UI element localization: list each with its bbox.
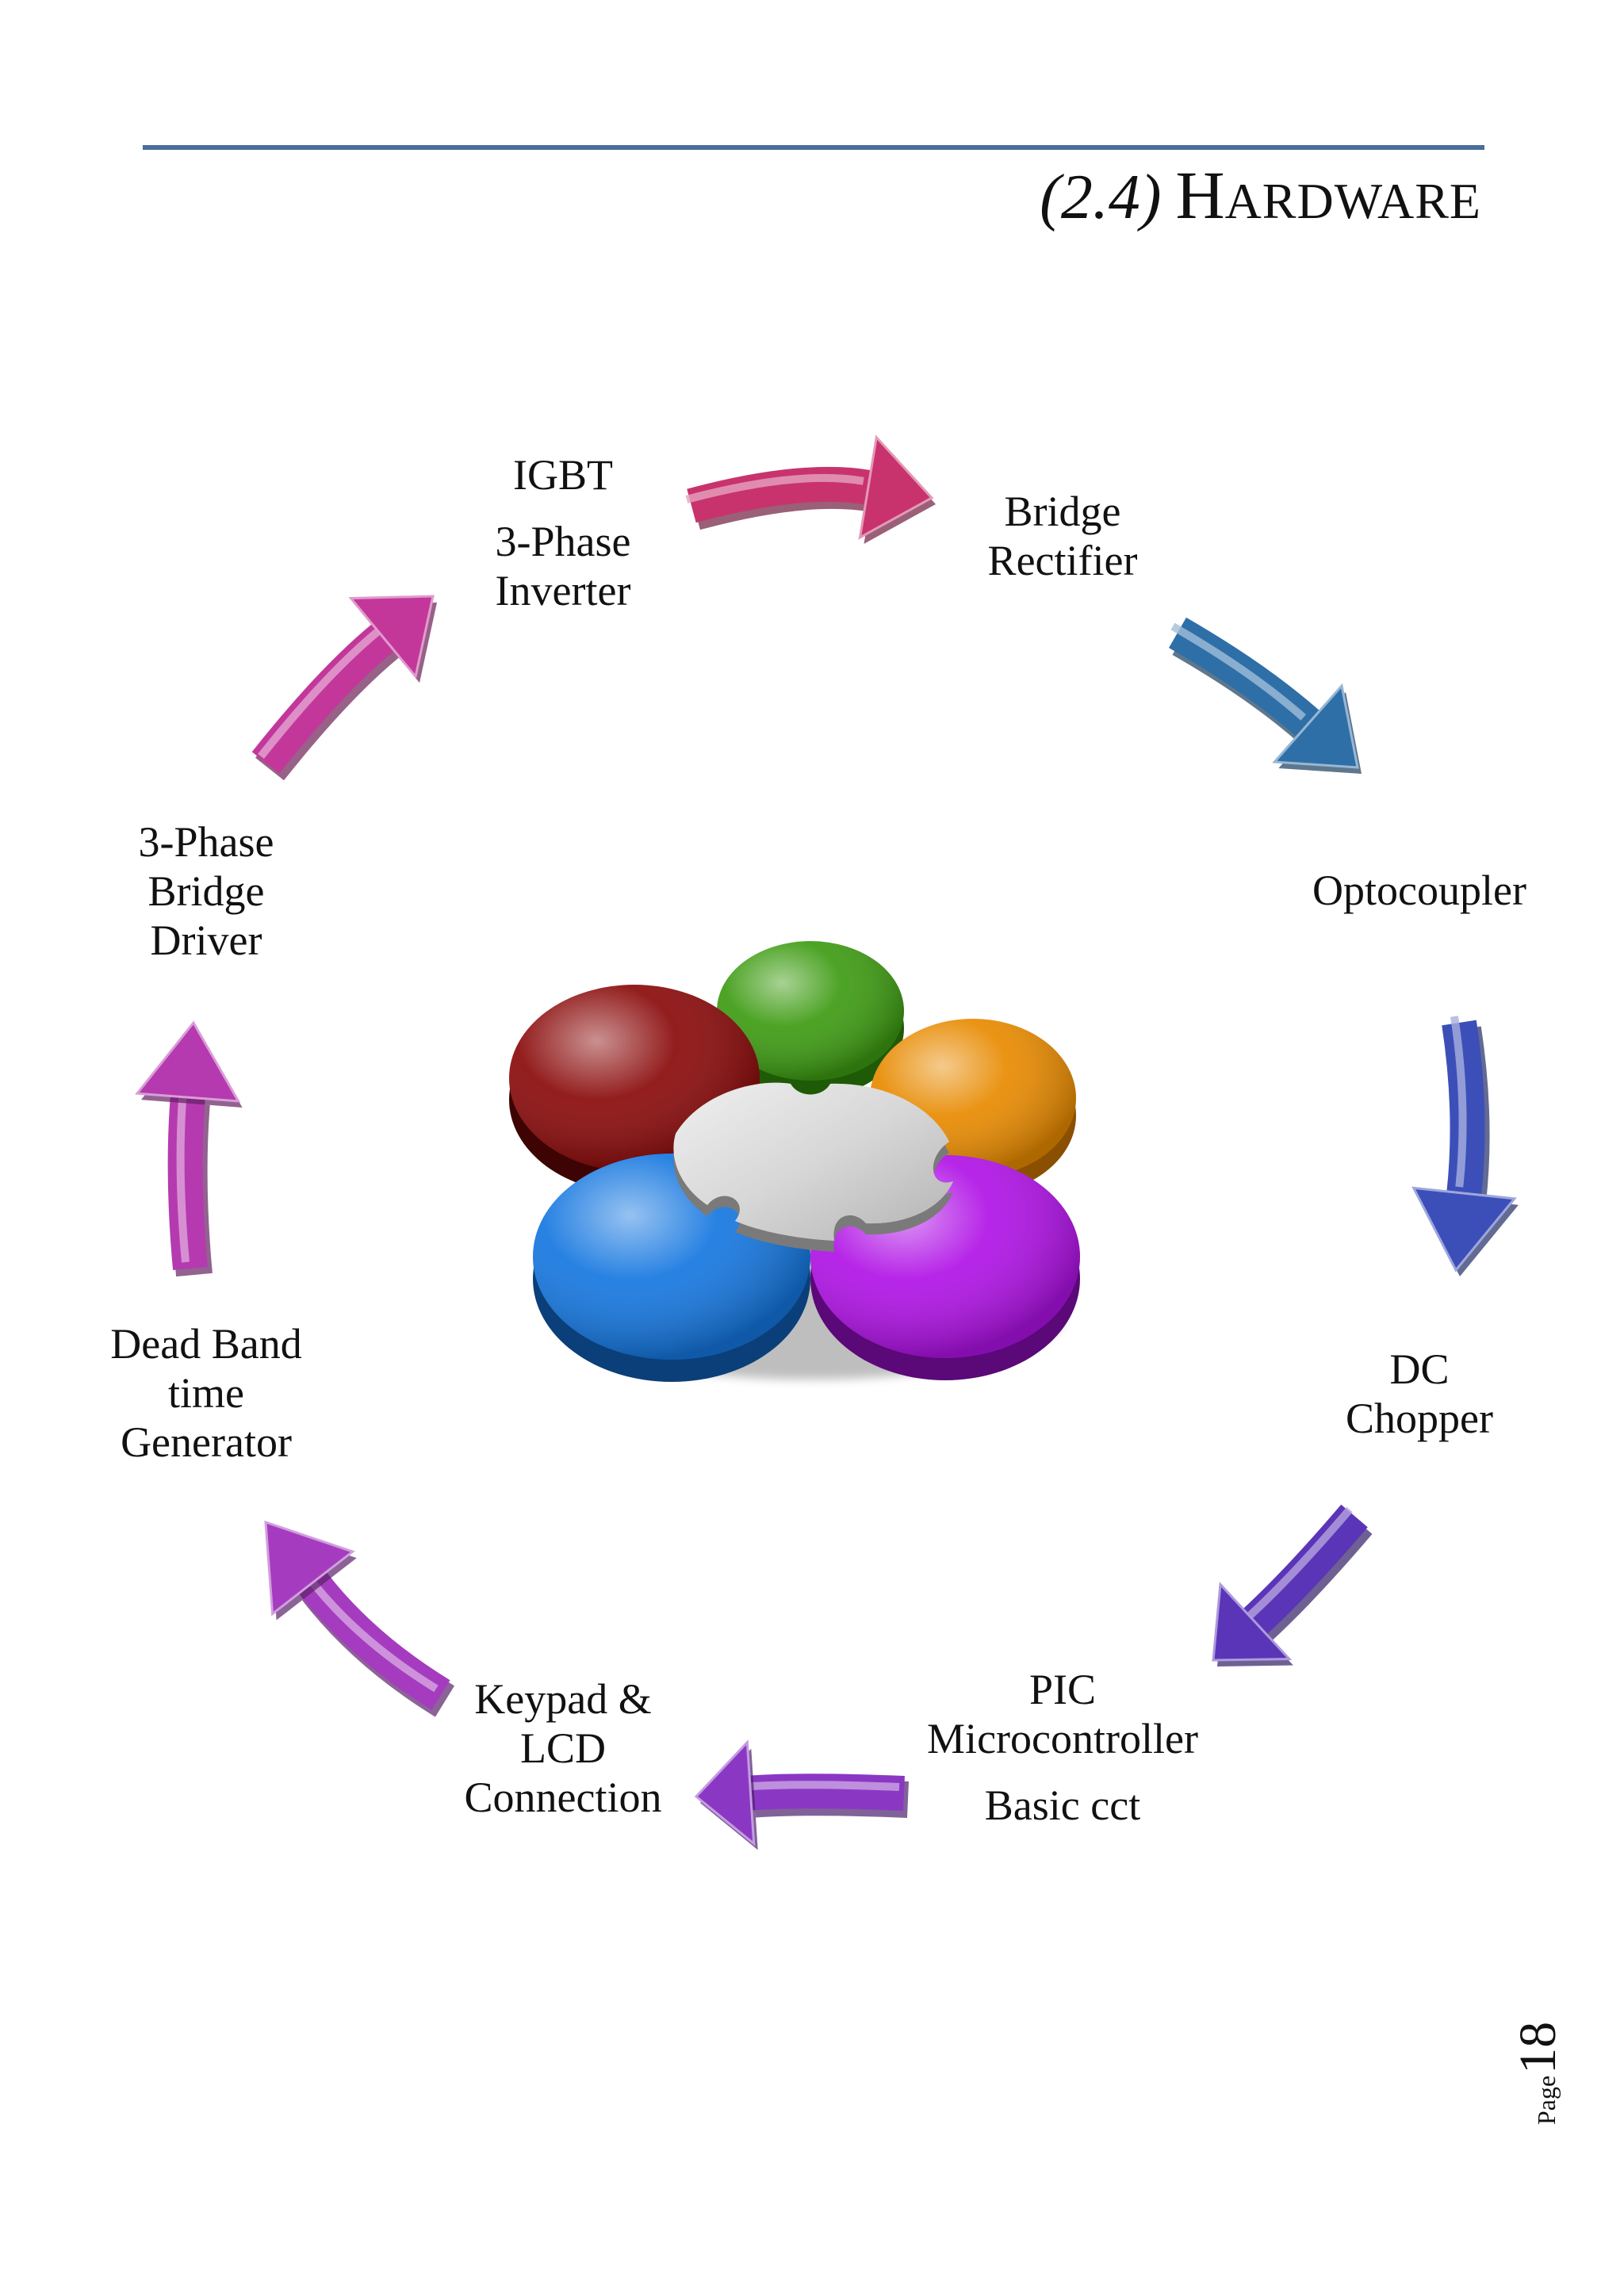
header-rule — [143, 145, 1484, 150]
node-igbt-inverter: IGBT 3-Phase Inverter — [444, 450, 682, 615]
node-bridge-rectifier: Bridge Rectifier — [944, 487, 1182, 585]
node-label-line: Generator — [121, 1418, 292, 1466]
page-number-digits: 18 — [1509, 2021, 1567, 2074]
node-label-line: Microcontroller — [927, 1715, 1198, 1762]
node-optocoupler: Optocoupler — [1277, 866, 1562, 915]
node-label-line: Optocoupler — [1312, 867, 1526, 914]
node-keypad-lcd: Keypad & LCD Connection — [444, 1674, 682, 1822]
node-label-line: Bridge — [147, 867, 265, 915]
node-pic-microcontroller: PIC Microcontroller Basic cct — [904, 1665, 1221, 1830]
node-bridge-driver: 3-Phase Bridge Driver — [87, 817, 325, 965]
node-label-line: Keypad & — [474, 1675, 652, 1723]
arrow-layer — [135, 434, 1519, 1850]
section-heading: (2.4)HARDWARE — [1040, 155, 1481, 241]
node-label-line: Basic cct — [984, 1781, 1141, 1829]
node-label-line: Driver — [150, 916, 262, 964]
arrow-chopper-to-pic — [1212, 1504, 1373, 1667]
node-label-line: IGBT — [513, 451, 613, 499]
section-title-rest: ARDWARE — [1224, 173, 1481, 229]
page-word: Page — [1532, 2075, 1561, 2126]
node-label-line: PIC — [1028, 1666, 1097, 1713]
puzzle-flower-graphic — [509, 941, 1080, 1382]
arrow-deadband-to-driver — [135, 1020, 243, 1277]
arrow-driver-to-igbt — [251, 595, 437, 781]
puzzle-piece-center — [673, 1082, 953, 1252]
node-label-line: Inverter — [495, 567, 631, 614]
node-label-line: LCD — [520, 1724, 606, 1772]
section-title-initial: H — [1175, 157, 1225, 233]
node-label-line: Connection — [464, 1774, 662, 1821]
node-label-line: 3-Phase — [495, 518, 631, 565]
arrow-rectifier-to-optocoupler — [1169, 617, 1362, 774]
arrow-optocoupler-to-chopper — [1411, 1016, 1519, 1276]
arrow-pic-to-keypad — [694, 1739, 910, 1850]
node-label-line: DC — [1389, 1345, 1450, 1393]
arrow-keypad-to-deadband — [264, 1520, 455, 1717]
node-dc-chopper: DC Chopper — [1300, 1345, 1538, 1443]
node-label-line: time — [168, 1369, 244, 1417]
arrow-igbt-to-rectifier — [685, 434, 936, 544]
node-label-line: 3-Phase — [138, 818, 274, 866]
node-label-line: Chopper — [1346, 1395, 1493, 1442]
node-label-line: Dead Band — [110, 1320, 302, 1368]
puzzle-piece-green — [717, 941, 904, 1098]
node-dead-band-generator: Dead Band time Generator — [79, 1319, 333, 1467]
node-label-line: Bridge — [1004, 488, 1121, 535]
section-number: (2.4) — [1040, 163, 1162, 232]
node-label-line: Rectifier — [987, 537, 1138, 584]
